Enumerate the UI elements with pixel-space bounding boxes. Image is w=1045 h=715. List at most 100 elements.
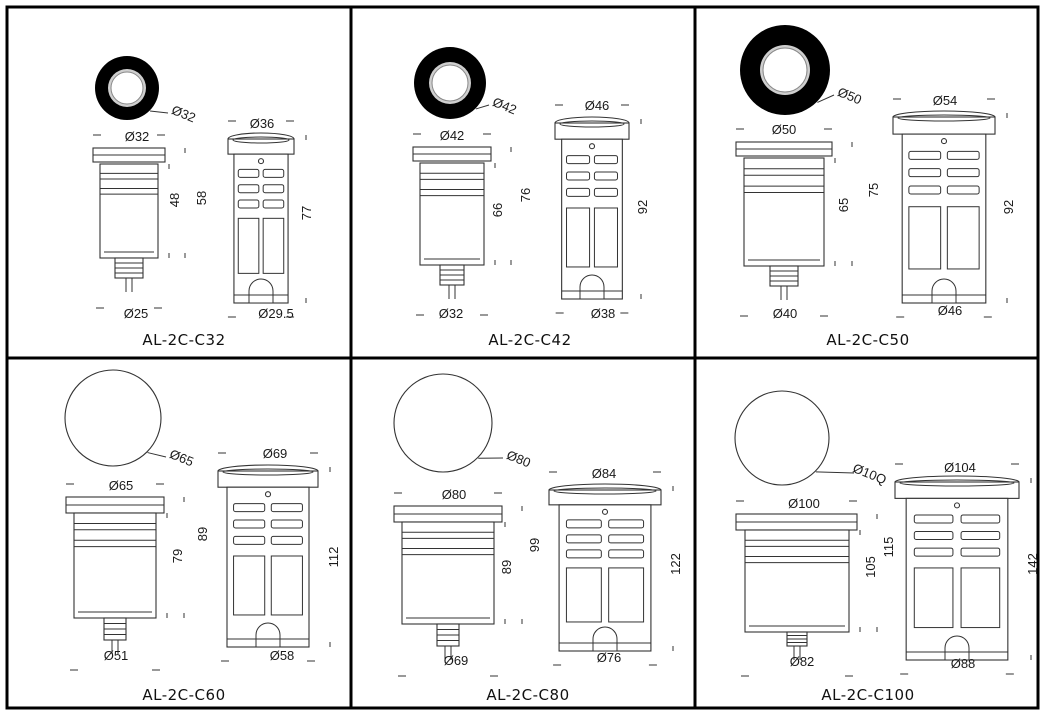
sleeve-top-diameter-label: Ø84 — [592, 466, 617, 481]
sleeve-slot — [946, 168, 980, 178]
sleeve-cable-notch — [944, 635, 970, 661]
sleeve-slot — [913, 547, 954, 557]
model-name: AL-2C-C60 — [142, 686, 225, 704]
sleeve-slot — [908, 168, 942, 178]
sleeve-cable-notch — [248, 278, 274, 304]
face-diameter-label: Ø50 — [835, 84, 863, 107]
overall-height-label: 115 — [881, 537, 896, 558]
model-name: AL-2C-C32 — [142, 331, 225, 349]
gland-diameter-label: Ø82 — [790, 654, 815, 669]
sleeve-slot — [960, 514, 1001, 524]
gland-diameter-label: Ø32 — [439, 306, 464, 321]
sleeve-top-diameter-label: Ø54 — [933, 93, 958, 108]
sleeve-height-label: 142 — [1025, 553, 1040, 575]
sleeve-screw — [257, 158, 265, 165]
fixture-body — [401, 521, 495, 625]
sleeve-slot — [913, 531, 954, 541]
face-circle — [64, 369, 162, 467]
overall-height-label: 75 — [866, 183, 881, 197]
face-leader — [147, 452, 167, 458]
sleeve-screw — [953, 502, 961, 509]
sleeve-cable-notch — [255, 622, 281, 648]
sleeve-slot — [237, 184, 260, 194]
sleeve-slot — [908, 150, 942, 160]
fixture-height-label: 89 — [499, 560, 514, 574]
sleeve-height-label: 112 — [326, 547, 341, 568]
sleeve-slot — [565, 549, 602, 559]
sleeve-window — [960, 567, 1001, 629]
sleeve-rim-inner — [232, 136, 290, 144]
overall-height-label: 76 — [518, 188, 533, 202]
sleeve-height-label: 92 — [1001, 200, 1016, 214]
sleeve-window — [593, 207, 618, 268]
sleeve-slot — [233, 519, 266, 529]
sleeve-height-label: 92 — [635, 200, 650, 214]
sleeve-slot — [566, 155, 591, 165]
sleeve-bottom-diameter-label: Ø58 — [270, 648, 295, 663]
sleeve-bottom-diameter-label: Ø38 — [591, 306, 616, 321]
gland-diameter-label: Ø69 — [444, 653, 469, 668]
sleeve-cable-notch — [579, 274, 605, 300]
face-leader — [817, 94, 835, 103]
sleeve-slot — [960, 547, 1001, 557]
sleeve-screw — [588, 143, 596, 150]
face-circle — [734, 390, 830, 486]
flange-diameter-label: Ø42 — [440, 128, 465, 143]
overall-height-label: 58 — [194, 191, 209, 205]
sleeve-screw — [601, 508, 609, 515]
sleeve-top-diameter-label: Ø69 — [263, 446, 288, 461]
sleeve-slot — [593, 171, 618, 181]
flange-diameter-label: Ø80 — [442, 487, 467, 502]
model-name: AL-2C-C80 — [486, 686, 569, 704]
sleeve-window — [946, 206, 980, 270]
face-leader — [475, 104, 490, 110]
sleeve-top-diameter-label: Ø46 — [585, 98, 610, 113]
sleeve-slot — [565, 534, 602, 544]
face-leader — [149, 110, 169, 114]
face-diameter-label: Ø42 — [490, 94, 518, 117]
flange-diameter-label: Ø65 — [109, 478, 134, 493]
fixture-body — [743, 157, 825, 267]
sleeve-slot — [566, 171, 591, 181]
gland-diameter-label: Ø51 — [104, 648, 129, 663]
sleeve-bottom-diameter-label: Ø29.5 — [258, 306, 293, 321]
sleeve-top-diameter-label: Ø36 — [250, 116, 275, 131]
gland-diameter-label: Ø25 — [124, 306, 149, 321]
sleeve-cable-notch — [592, 626, 618, 652]
sleeve-slot — [566, 187, 591, 197]
sleeve-rim-inner — [553, 487, 657, 495]
overall-height-label: 99 — [527, 538, 542, 552]
sleeve-window — [565, 567, 602, 623]
gland-diameter-label: Ø40 — [773, 306, 798, 321]
sleeve-slot — [608, 519, 645, 529]
face-lens — [110, 71, 144, 105]
sleeve-height-label: 77 — [299, 206, 314, 220]
overall-height-label: 89 — [195, 527, 210, 541]
sleeve-screw — [264, 491, 272, 498]
sleeve-slot — [908, 185, 942, 195]
face-lens — [762, 47, 808, 93]
sleeve-slot — [262, 168, 285, 178]
sleeve-window — [608, 567, 645, 623]
sleeve-slot — [270, 519, 303, 529]
face-leader — [815, 471, 855, 474]
sleeve-slot — [946, 185, 980, 195]
sleeve-slot — [608, 534, 645, 544]
sleeve-rim — [548, 489, 662, 506]
sleeve-window — [262, 217, 285, 274]
sleeve-slot — [608, 549, 645, 559]
model-name: AL-2C-C42 — [488, 331, 571, 349]
sleeve-window — [233, 555, 266, 616]
face-diameter-label: Ø65 — [167, 446, 195, 469]
face-diameter-label: Ø10Q — [851, 460, 889, 487]
sleeve-bottom-diameter-label: Ø46 — [938, 303, 963, 318]
sleeve-slot — [565, 519, 602, 529]
